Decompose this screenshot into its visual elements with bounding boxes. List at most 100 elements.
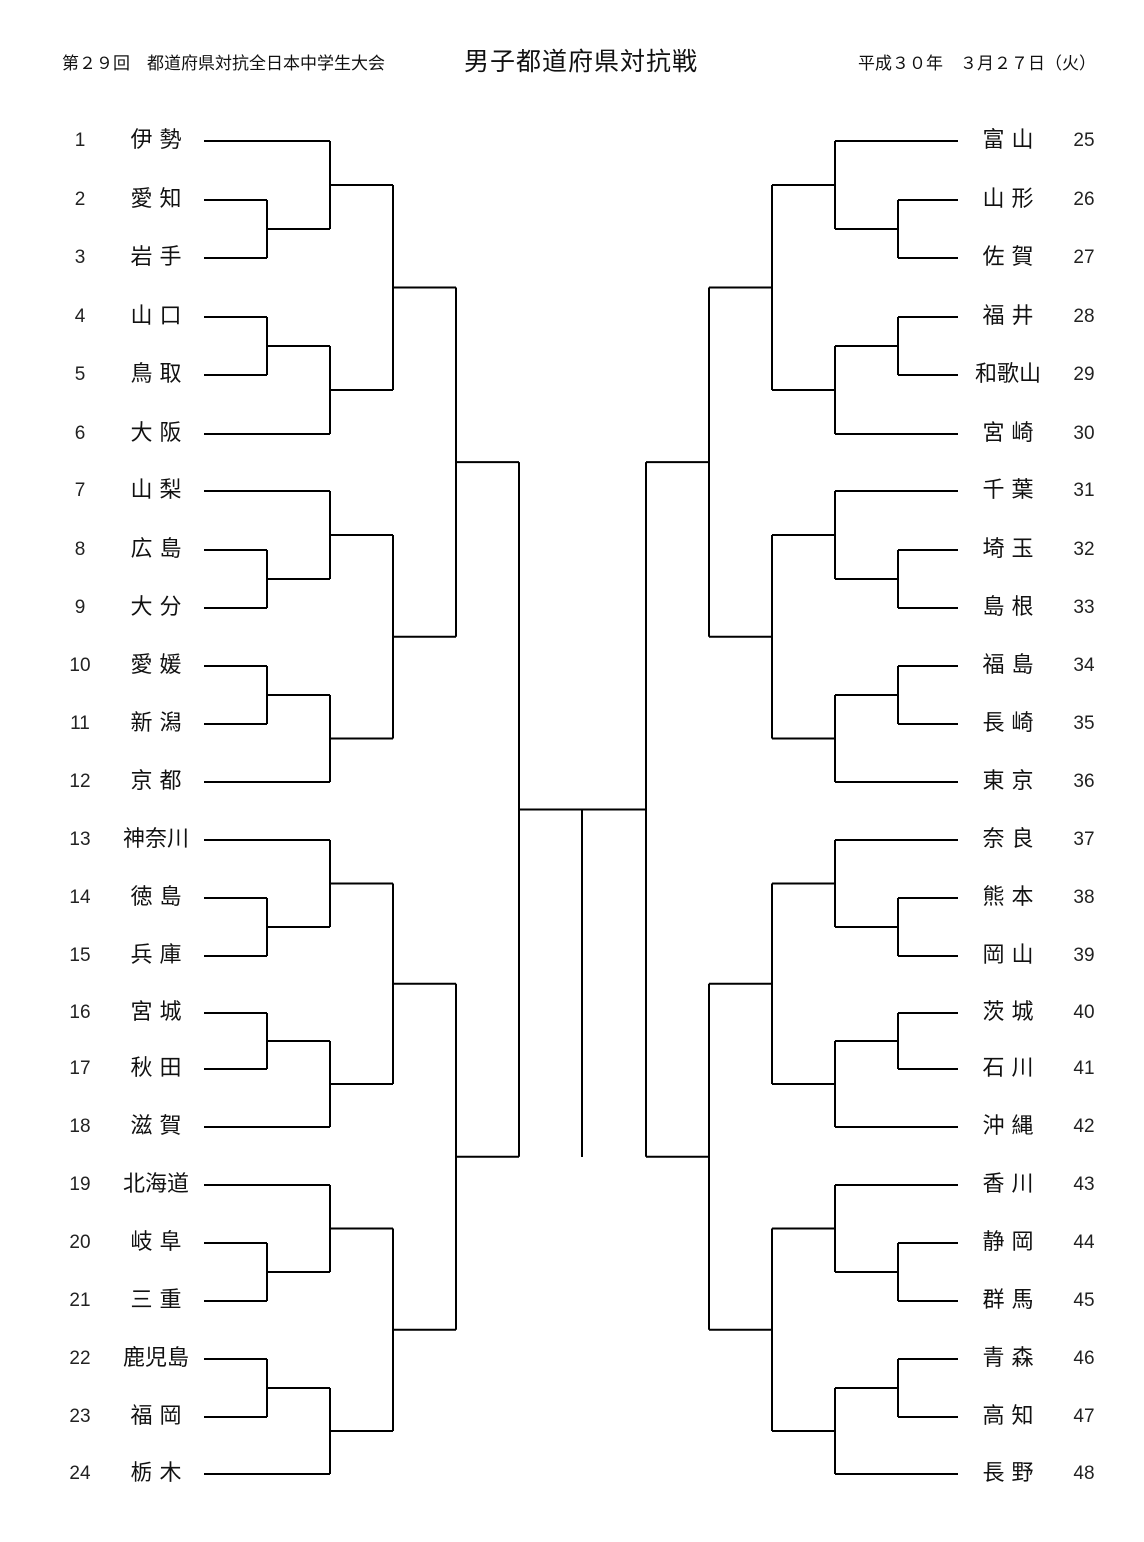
team-name: 伊 勢 bbox=[130, 128, 182, 153]
entry-number: 39 bbox=[1073, 945, 1095, 966]
team-name: 京 都 bbox=[130, 769, 182, 794]
team-name: 熊 本 bbox=[982, 885, 1034, 910]
entry-number: 44 bbox=[1073, 1232, 1095, 1253]
entry-number: 12 bbox=[69, 771, 91, 792]
team-name: 山 梨 bbox=[130, 478, 182, 503]
team-name: 愛 媛 bbox=[130, 653, 182, 678]
team-name: 東 京 bbox=[982, 769, 1034, 794]
entry-number: 18 bbox=[69, 1116, 91, 1137]
entry-number: 1 bbox=[74, 130, 86, 151]
team-name: 宮 城 bbox=[130, 1000, 182, 1025]
team-name: 岐 阜 bbox=[130, 1230, 182, 1255]
entry-number: 25 bbox=[1073, 130, 1095, 151]
entry-number: 34 bbox=[1073, 655, 1095, 676]
entry-number: 38 bbox=[1073, 887, 1095, 908]
entry-number: 20 bbox=[69, 1232, 91, 1253]
entry-number: 19 bbox=[69, 1174, 91, 1195]
team-name: 静 岡 bbox=[982, 1230, 1034, 1255]
entry-number: 42 bbox=[1073, 1116, 1095, 1137]
event-date: 平成３０年 ３月２７日（火） bbox=[858, 54, 1096, 74]
page-title: 男子都道府県対抗戦 bbox=[464, 47, 699, 76]
team-name: 栃 木 bbox=[130, 1461, 182, 1486]
team-name: 高 知 bbox=[982, 1404, 1034, 1429]
team-name: 鳥 取 bbox=[130, 362, 182, 387]
team-name: 茨 城 bbox=[982, 1000, 1034, 1025]
entry-number: 27 bbox=[1073, 247, 1095, 268]
entry-number: 7 bbox=[74, 480, 86, 501]
entry-number: 37 bbox=[1073, 829, 1095, 850]
team-name: 岡 山 bbox=[982, 943, 1034, 968]
entry-number: 6 bbox=[74, 423, 86, 444]
team-name: 宮 崎 bbox=[982, 421, 1034, 446]
team-name: 沖 縄 bbox=[982, 1114, 1034, 1139]
entry-number: 43 bbox=[1073, 1174, 1095, 1195]
entry-number: 30 bbox=[1073, 423, 1095, 444]
entry-number: 11 bbox=[70, 713, 90, 734]
entry-number: 2 bbox=[74, 189, 86, 210]
team-name: 香 川 bbox=[982, 1172, 1034, 1197]
entry-number: 47 bbox=[1073, 1406, 1095, 1427]
team-name: 福 井 bbox=[982, 304, 1034, 329]
entry-number: 32 bbox=[1073, 539, 1095, 560]
team-name: 兵 庫 bbox=[130, 943, 182, 968]
team-name: 山 口 bbox=[130, 304, 182, 329]
team-name: 秋 田 bbox=[130, 1056, 182, 1081]
entry-number: 15 bbox=[69, 945, 91, 966]
team-name: 千 葉 bbox=[982, 478, 1034, 503]
entry-number: 13 bbox=[69, 829, 91, 850]
team-name: 愛 知 bbox=[130, 187, 182, 212]
team-name: 大 分 bbox=[130, 595, 182, 620]
entry-number: 23 bbox=[69, 1406, 91, 1427]
entry-number: 22 bbox=[69, 1348, 91, 1369]
entry-number: 16 bbox=[69, 1002, 91, 1023]
team-name: 奈 良 bbox=[982, 827, 1034, 852]
team-name: 大 阪 bbox=[130, 421, 182, 446]
team-name: 鹿児島 bbox=[122, 1346, 189, 1371]
team-name: 神奈川 bbox=[122, 827, 189, 852]
team-name: 新 潟 bbox=[130, 711, 182, 736]
team-name: 広 島 bbox=[130, 537, 182, 562]
team-name: 徳 島 bbox=[130, 885, 182, 910]
team-name: 山 形 bbox=[982, 187, 1034, 212]
entry-number: 41 bbox=[1073, 1058, 1095, 1079]
team-name: 長 崎 bbox=[982, 711, 1034, 736]
entry-number: 14 bbox=[69, 887, 91, 908]
entry-number: 17 bbox=[69, 1058, 91, 1079]
entry-number: 9 bbox=[74, 597, 86, 618]
entry-number: 4 bbox=[74, 306, 86, 327]
entry-number: 29 bbox=[1073, 364, 1095, 385]
team-name: 福 島 bbox=[982, 653, 1034, 678]
entry-number: 33 bbox=[1073, 597, 1095, 618]
entry-number: 45 bbox=[1073, 1290, 1095, 1311]
entry-number: 28 bbox=[1073, 306, 1095, 327]
entry-number: 48 bbox=[1073, 1463, 1095, 1484]
team-name: 島 根 bbox=[982, 595, 1034, 620]
team-name: 群 馬 bbox=[982, 1288, 1034, 1313]
entry-number: 31 bbox=[1073, 480, 1095, 501]
team-name: 岩 手 bbox=[130, 245, 182, 270]
team-name: 北海道 bbox=[122, 1172, 189, 1197]
team-name: 和歌山 bbox=[974, 362, 1041, 387]
team-name: 富 山 bbox=[982, 128, 1034, 153]
team-name: 石 川 bbox=[982, 1056, 1034, 1081]
team-name: 佐 賀 bbox=[982, 245, 1034, 270]
entry-number: 21 bbox=[69, 1290, 91, 1311]
team-name: 青 森 bbox=[982, 1346, 1034, 1371]
team-name: 埼 玉 bbox=[982, 537, 1034, 562]
team-name: 福 岡 bbox=[130, 1404, 182, 1429]
team-name: 三 重 bbox=[130, 1288, 182, 1313]
entry-number: 26 bbox=[1073, 189, 1095, 210]
event-name: 第２９回 都道府県対抗全日本中学生大会 bbox=[62, 54, 385, 74]
entry-number: 5 bbox=[74, 364, 86, 385]
team-name: 長 野 bbox=[982, 1461, 1034, 1486]
entry-number: 24 bbox=[69, 1463, 91, 1484]
entry-number: 3 bbox=[74, 247, 86, 268]
entry-number: 35 bbox=[1073, 713, 1095, 734]
team-name: 滋 賀 bbox=[130, 1114, 182, 1139]
entry-number: 36 bbox=[1073, 771, 1095, 792]
entry-number: 10 bbox=[69, 655, 91, 676]
entry-number: 8 bbox=[74, 539, 86, 560]
entry-number: 46 bbox=[1073, 1348, 1095, 1369]
entry-number: 40 bbox=[1073, 1002, 1095, 1023]
